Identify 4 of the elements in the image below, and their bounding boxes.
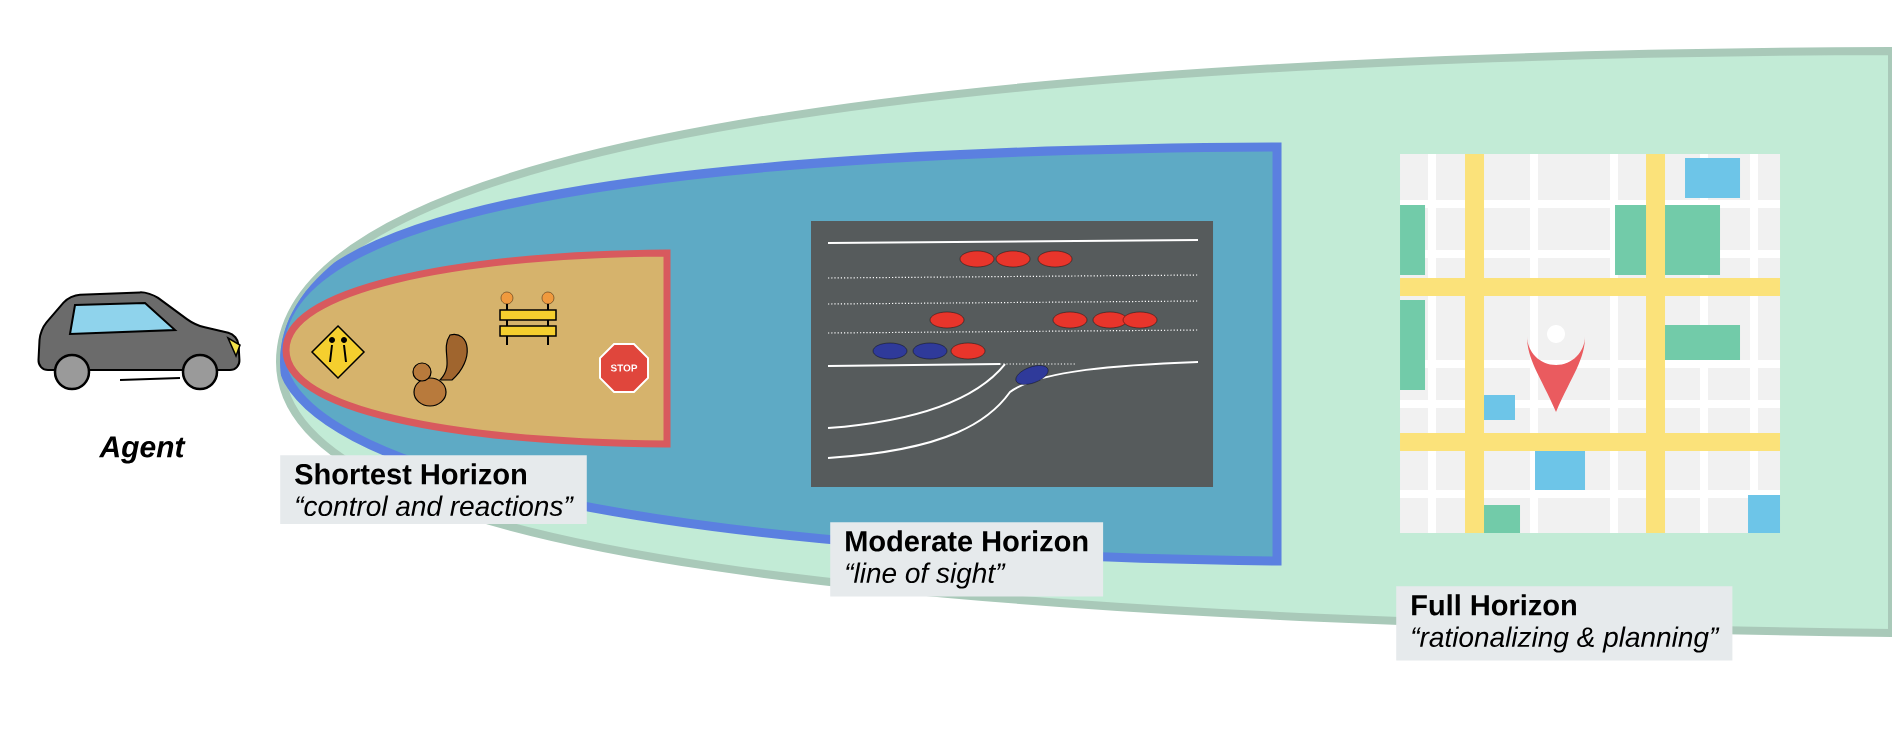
label-box: Moderate Horizon “line of sight” (830, 522, 1104, 597)
label-box: Shortest Horizon “control and reactions” (280, 455, 587, 525)
label-box: Full Horizon “rationalizing & planning” (1396, 586, 1733, 661)
agent-label: Agent (98, 436, 186, 464)
